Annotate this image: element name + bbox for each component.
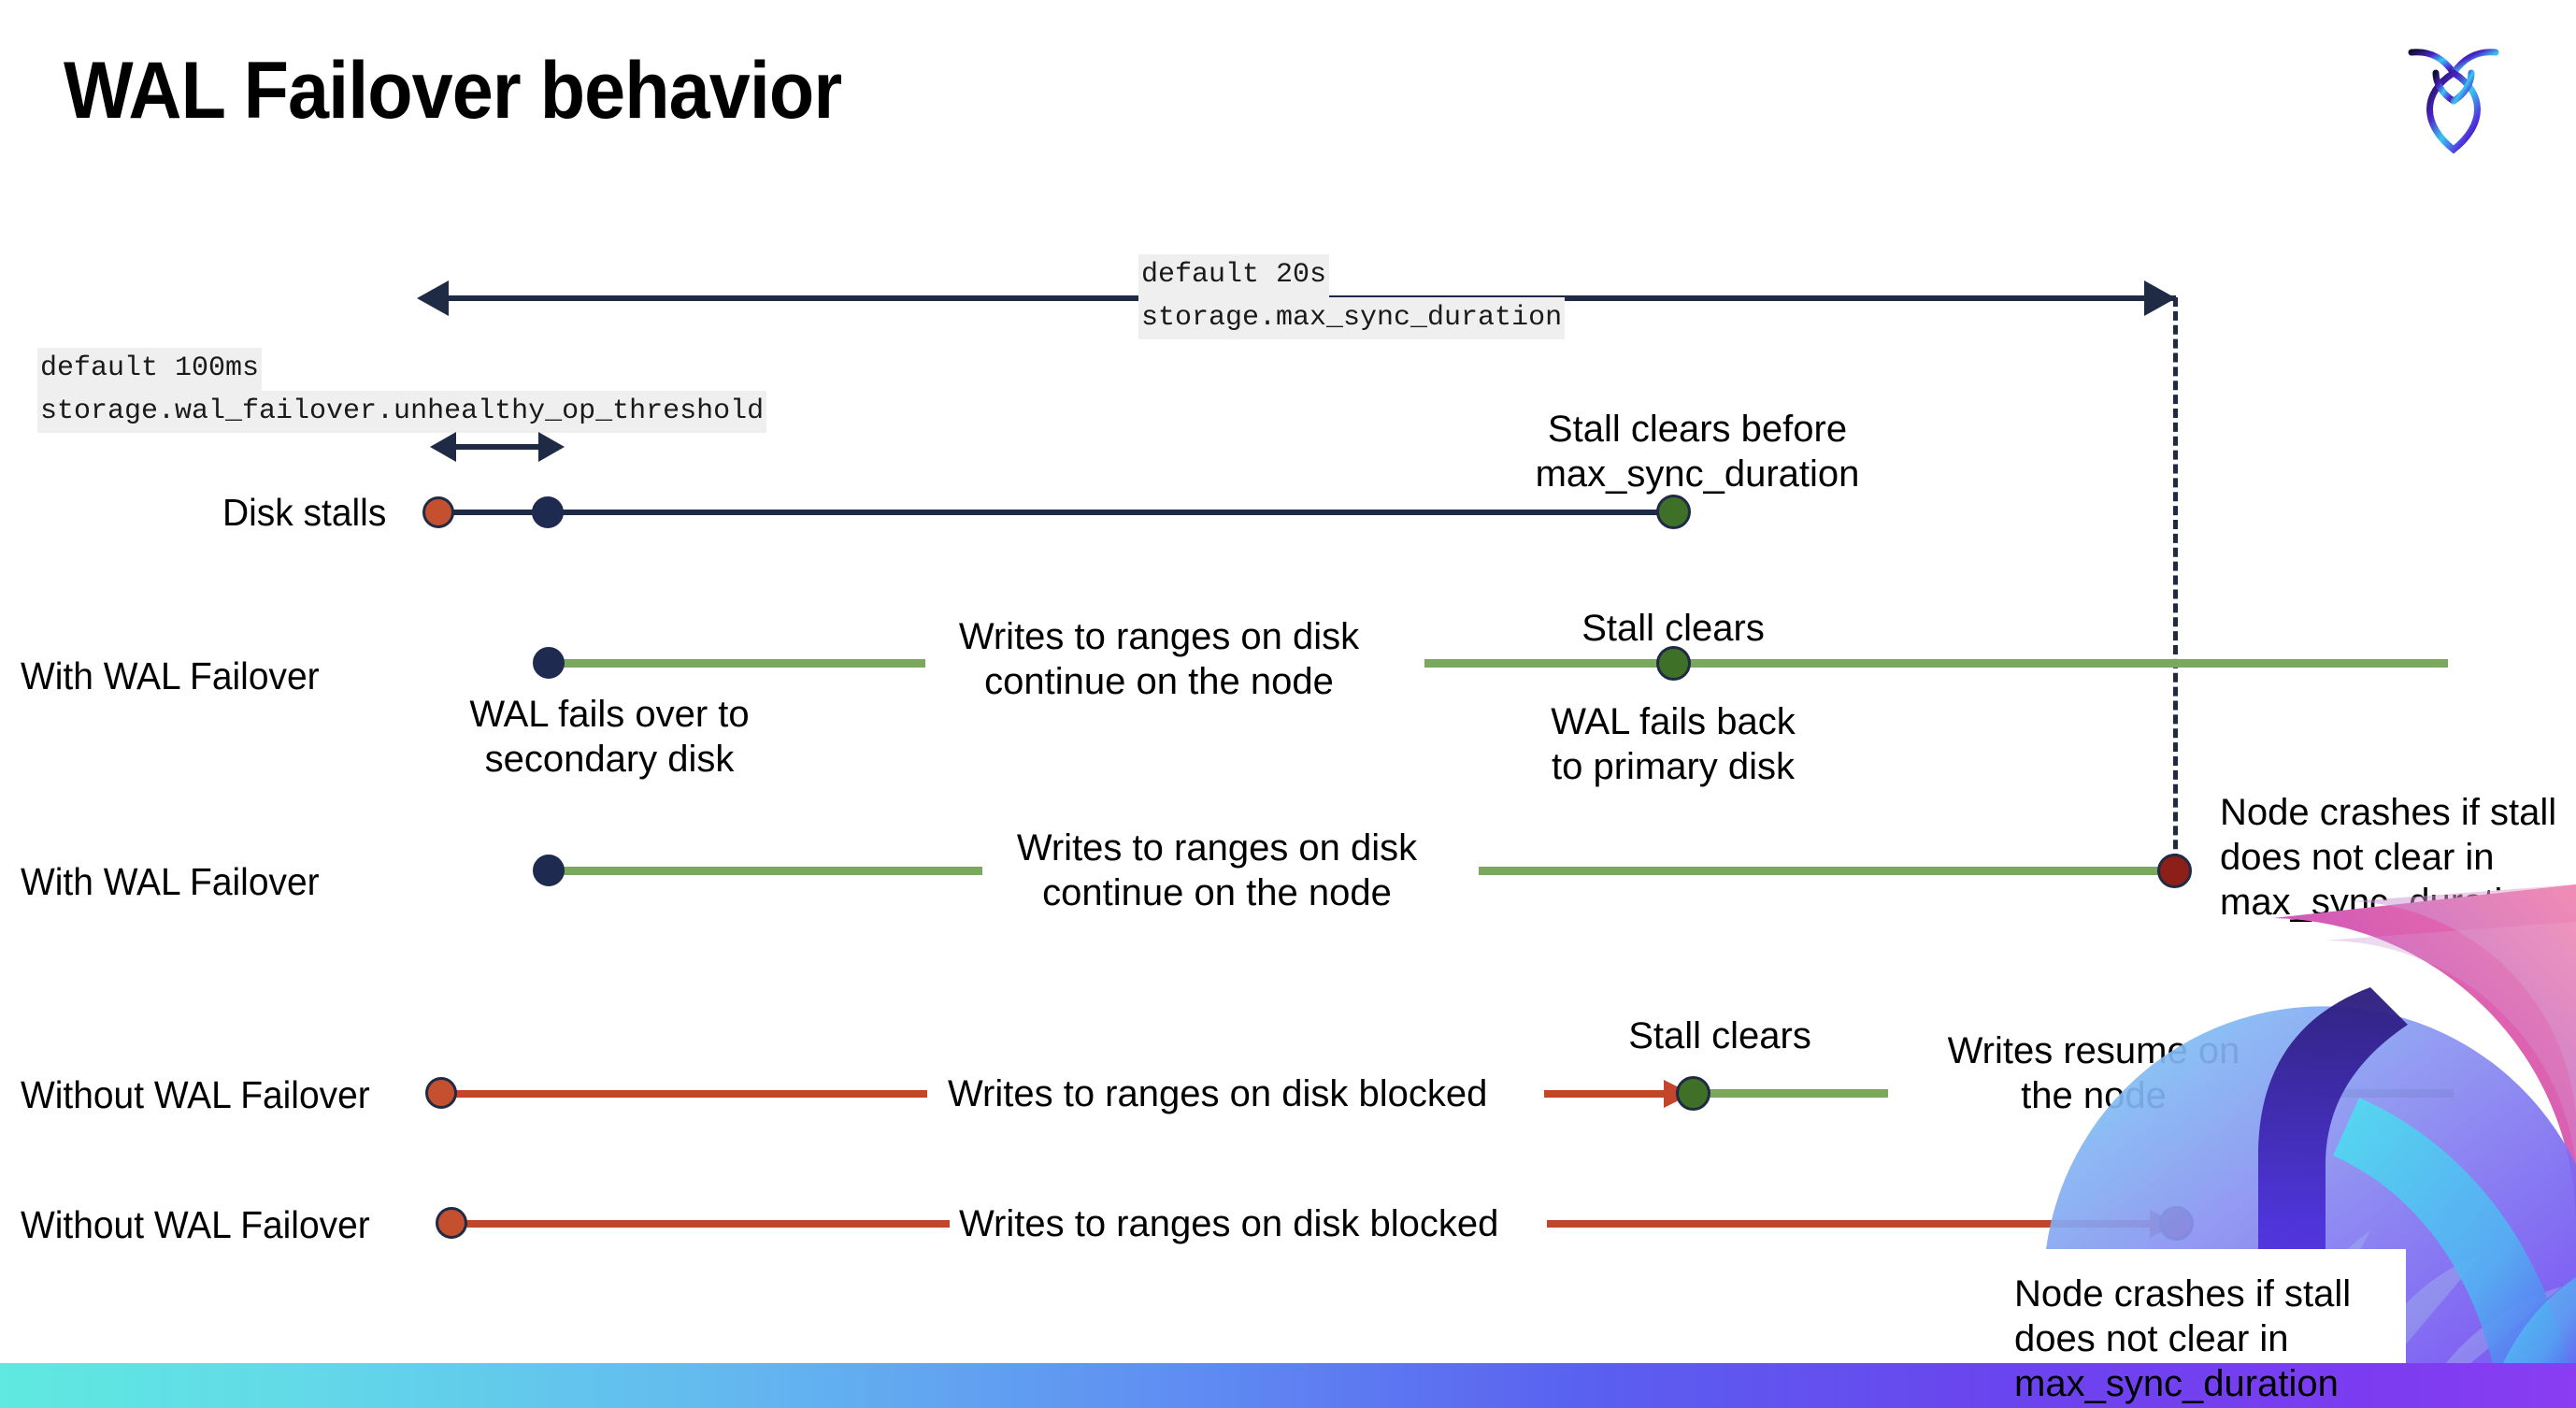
max-sync-setting-name: storage.max_sync_duration	[1138, 296, 1566, 339]
bottom-gradient-bar	[0, 1363, 2576, 1408]
with-failover-2-crash-dot	[2157, 854, 2192, 888]
with-failover-1-mid-note: Writes to ranges on disk continue on the…	[958, 616, 1360, 702]
without-failover-1-blocked-note: Writes to ranges on disk blocked	[948, 1073, 1488, 1114]
without-failover-1-start-dot	[425, 1077, 457, 1109]
without-failover-2-crash-dot	[2159, 1206, 2194, 1241]
without-failover-2-crash-note: Node crashes if stall does not clear in …	[2014, 1273, 2352, 1404]
row-label-with-wal-failover-2: With WAL Failover	[21, 860, 320, 903]
with-failover-2-mid-note: Writes to ranges on disk continue on the…	[1016, 827, 1418, 913]
disk-stall-start-dot	[422, 496, 454, 528]
max-sync-duration-boundary-dashed-line	[2173, 297, 2178, 877]
without-failover-1-clear-dot	[1676, 1076, 1710, 1111]
with-failover-1-clear-dot	[1656, 646, 1691, 681]
disk-stalls-clear-annotation: Stall clears before max_sync_duration	[1535, 409, 1860, 495]
without-failover-2-blocked-line-a	[462, 1220, 950, 1228]
unhealthy-span-right-arrowhead	[538, 432, 565, 462]
with-failover-1-segment-b	[1424, 659, 2448, 668]
without-failover-1-blocked-line-a	[449, 1090, 927, 1098]
with-failover-1-failover-dot	[533, 647, 565, 679]
max-sync-duration-setting: default 20s storage.max_sync_duration	[1138, 254, 1566, 339]
with-failover-2-segment-b	[1479, 867, 2180, 875]
without-failover-1-clear-note: Stall clears	[1628, 1015, 1811, 1056]
disk-stalls-timeline	[437, 510, 1673, 515]
unhealthy-threshold-span-line	[456, 444, 538, 450]
with-failover-1-start-note: WAL fails over to secondary disk	[469, 694, 750, 780]
row-label-disk-stalls: Disk stalls	[222, 491, 387, 534]
with-failover-1-segment-a	[545, 659, 925, 668]
unhealthy-default-value: default 100ms	[37, 348, 263, 391]
max-sync-default-value: default 20s	[1138, 254, 1330, 297]
with-failover-1-end-note: WAL fails back to primary disk	[1551, 701, 1796, 787]
with-failover-2-failover-dot	[533, 855, 565, 886]
without-failover-1-resume-line-far	[2290, 1089, 2454, 1098]
with-failover-2-segment-a	[545, 867, 982, 875]
without-failover-1-blocked-line-b	[1544, 1090, 1670, 1098]
unhealthy-setting-name: storage.wal_failover.unhealthy_op_thresh…	[37, 390, 767, 433]
max-sync-span-right-arrowhead	[2144, 280, 2176, 316]
without-failover-2-start-dot	[436, 1207, 467, 1239]
max-sync-span-left-arrowhead	[417, 280, 449, 316]
page-title: WAL Failover behavior	[64, 46, 842, 136]
row-label-with-wal-failover-1: With WAL Failover	[21, 654, 320, 697]
without-failover-2-blocked-line-b	[1547, 1220, 2161, 1228]
unhealthy-span-left-arrowhead	[430, 432, 456, 462]
without-failover-2-blocked-note: Writes to ranges on disk blocked	[959, 1203, 1499, 1244]
disk-stall-failover-dot	[532, 496, 564, 528]
with-failover-1-clear-note: Stall clears	[1581, 608, 1765, 649]
row-label-without-wal-failover-2: Without WAL Failover	[21, 1203, 370, 1246]
cockroachdb-logo-icon	[2402, 36, 2505, 157]
row-label-without-wal-failover-1: Without WAL Failover	[21, 1073, 370, 1116]
unhealthy-op-threshold-setting: default 100ms storage.wal_failover.unhea…	[37, 348, 767, 433]
without-failover-1-resume-line	[1692, 1089, 1888, 1098]
without-failover-1-resume-note: Writes resume on the node	[1947, 1030, 2240, 1116]
with-failover-2-crash-note: Node crashes if stall does not clear in …	[2220, 792, 2557, 923]
disk-stall-clear-dot	[1656, 495, 1691, 529]
